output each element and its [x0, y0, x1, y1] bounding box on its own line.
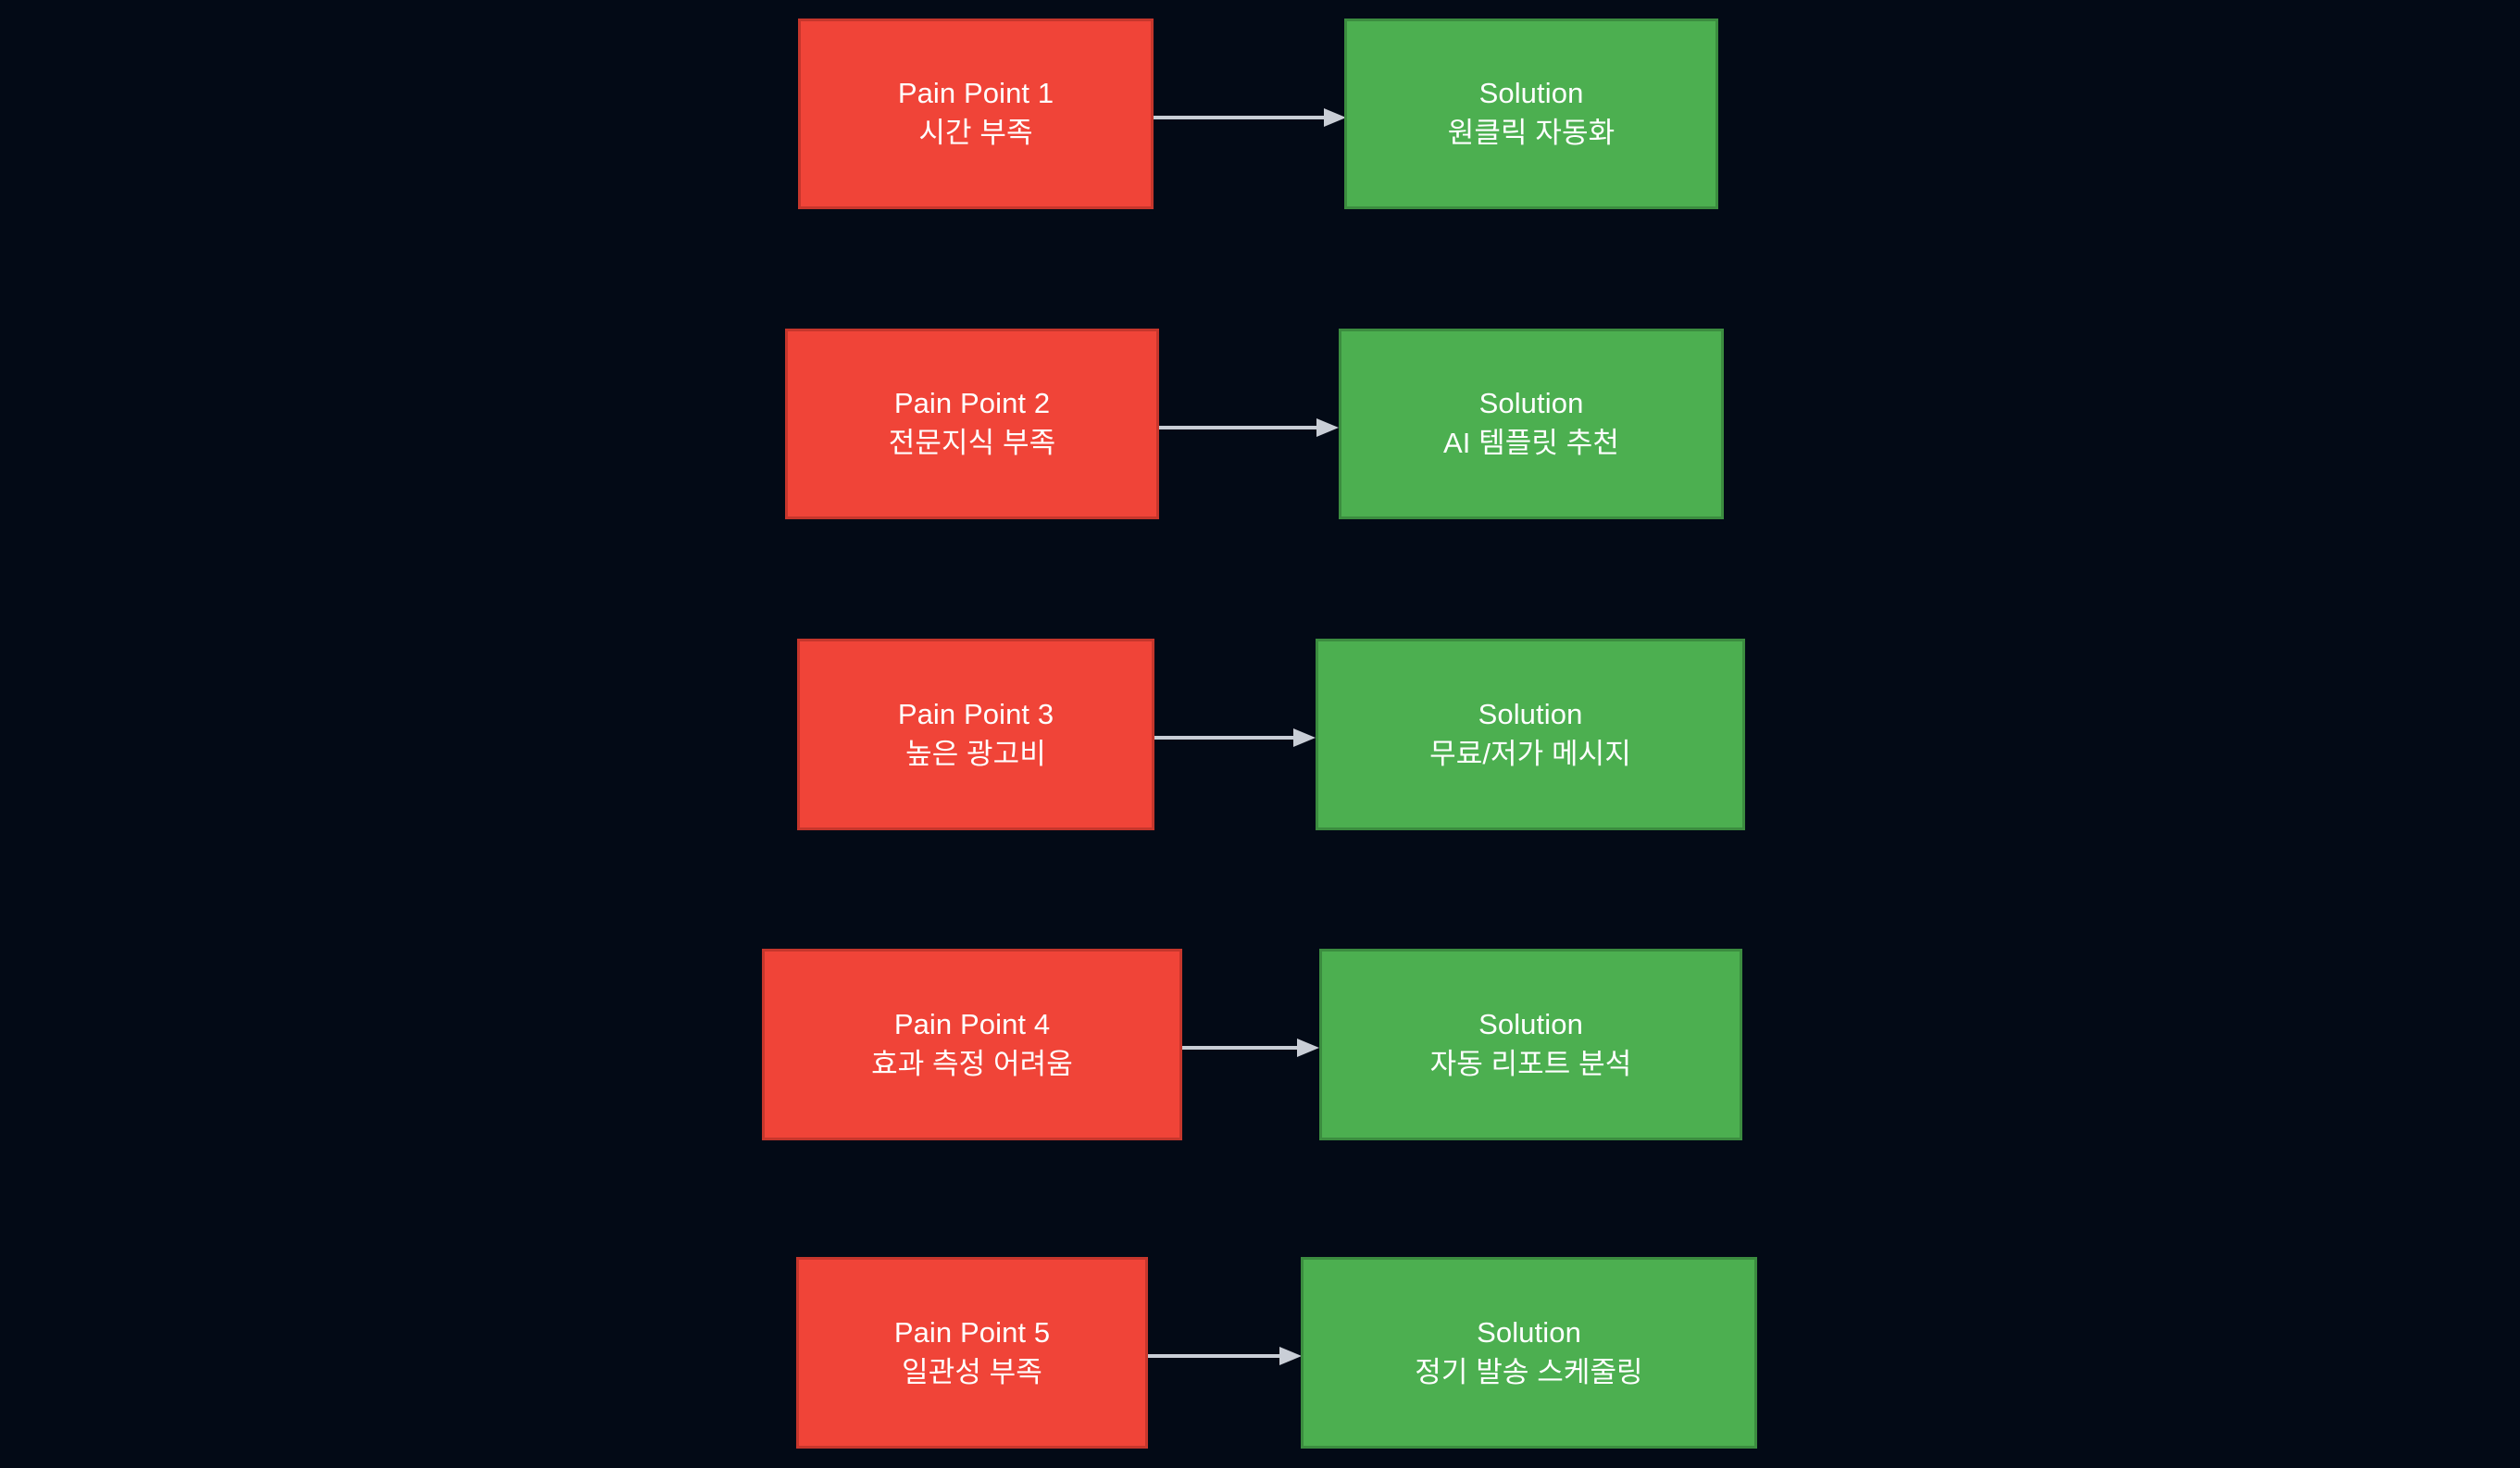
- pain-point-node[interactable]: Pain Point 1 시간 부족: [798, 19, 1154, 209]
- pain-point-title: Pain Point 5: [893, 1315, 1051, 1349]
- connector-arrow: [1182, 1038, 1319, 1058]
- pain-point-detail: 효과 측정 어려움: [871, 1047, 1073, 1080]
- pain-point-detail: 시간 부족: [918, 117, 1033, 149]
- solution-detail: AI 템플릿 추천: [1442, 427, 1619, 459]
- pain-point-detail: 높은 광고비: [905, 737, 1046, 770]
- solution-title: Solution: [1478, 697, 1583, 730]
- solution-node[interactable]: Solution 정기 발송 스케줄링: [1301, 1257, 1757, 1449]
- pain-point-detail: 전문지식 부족: [888, 427, 1056, 459]
- pain-point-title: Pain Point 4: [893, 1007, 1051, 1040]
- solution-node[interactable]: Solution 원클릭 자동화: [1344, 19, 1718, 209]
- solution-detail: 자동 리포트 분석: [1429, 1047, 1632, 1080]
- solution-detail: 정기 발송 스케줄링: [1415, 1355, 1643, 1388]
- pain-point-node[interactable]: Pain Point 4 효과 측정 어려움: [762, 949, 1182, 1140]
- pain-point-title: Pain Point 2: [893, 387, 1051, 420]
- solution-title: Solution: [1478, 77, 1584, 110]
- solution-detail: 원클릭 자동화: [1447, 117, 1616, 149]
- pain-point-node[interactable]: Pain Point 3 높은 광고비: [797, 639, 1154, 830]
- connector-arrow: [1159, 417, 1339, 438]
- pain-point-detail: 일관성 부족: [902, 1355, 1042, 1388]
- solution-node[interactable]: Solution 자동 리포트 분석: [1319, 949, 1742, 1140]
- pain-point-node[interactable]: Pain Point 5 일관성 부족: [796, 1257, 1148, 1449]
- solution-title: Solution: [1478, 1007, 1583, 1040]
- solution-detail: 무료/저가 메시지: [1429, 737, 1631, 770]
- solution-node[interactable]: Solution 무료/저가 메시지: [1316, 639, 1745, 830]
- connector-arrow: [1148, 1346, 1302, 1366]
- solution-title: Solution: [1478, 387, 1584, 420]
- pain-point-node[interactable]: Pain Point 2 전문지식 부족: [785, 329, 1159, 519]
- connector-arrow: [1154, 107, 1346, 128]
- solution-title: Solution: [1477, 1315, 1581, 1349]
- pain-point-title: Pain Point 3: [897, 697, 1054, 730]
- pain-point-title: Pain Point 1: [897, 77, 1054, 110]
- solution-node[interactable]: Solution AI 템플릿 추천: [1339, 329, 1724, 519]
- connector-arrow: [1154, 728, 1316, 748]
